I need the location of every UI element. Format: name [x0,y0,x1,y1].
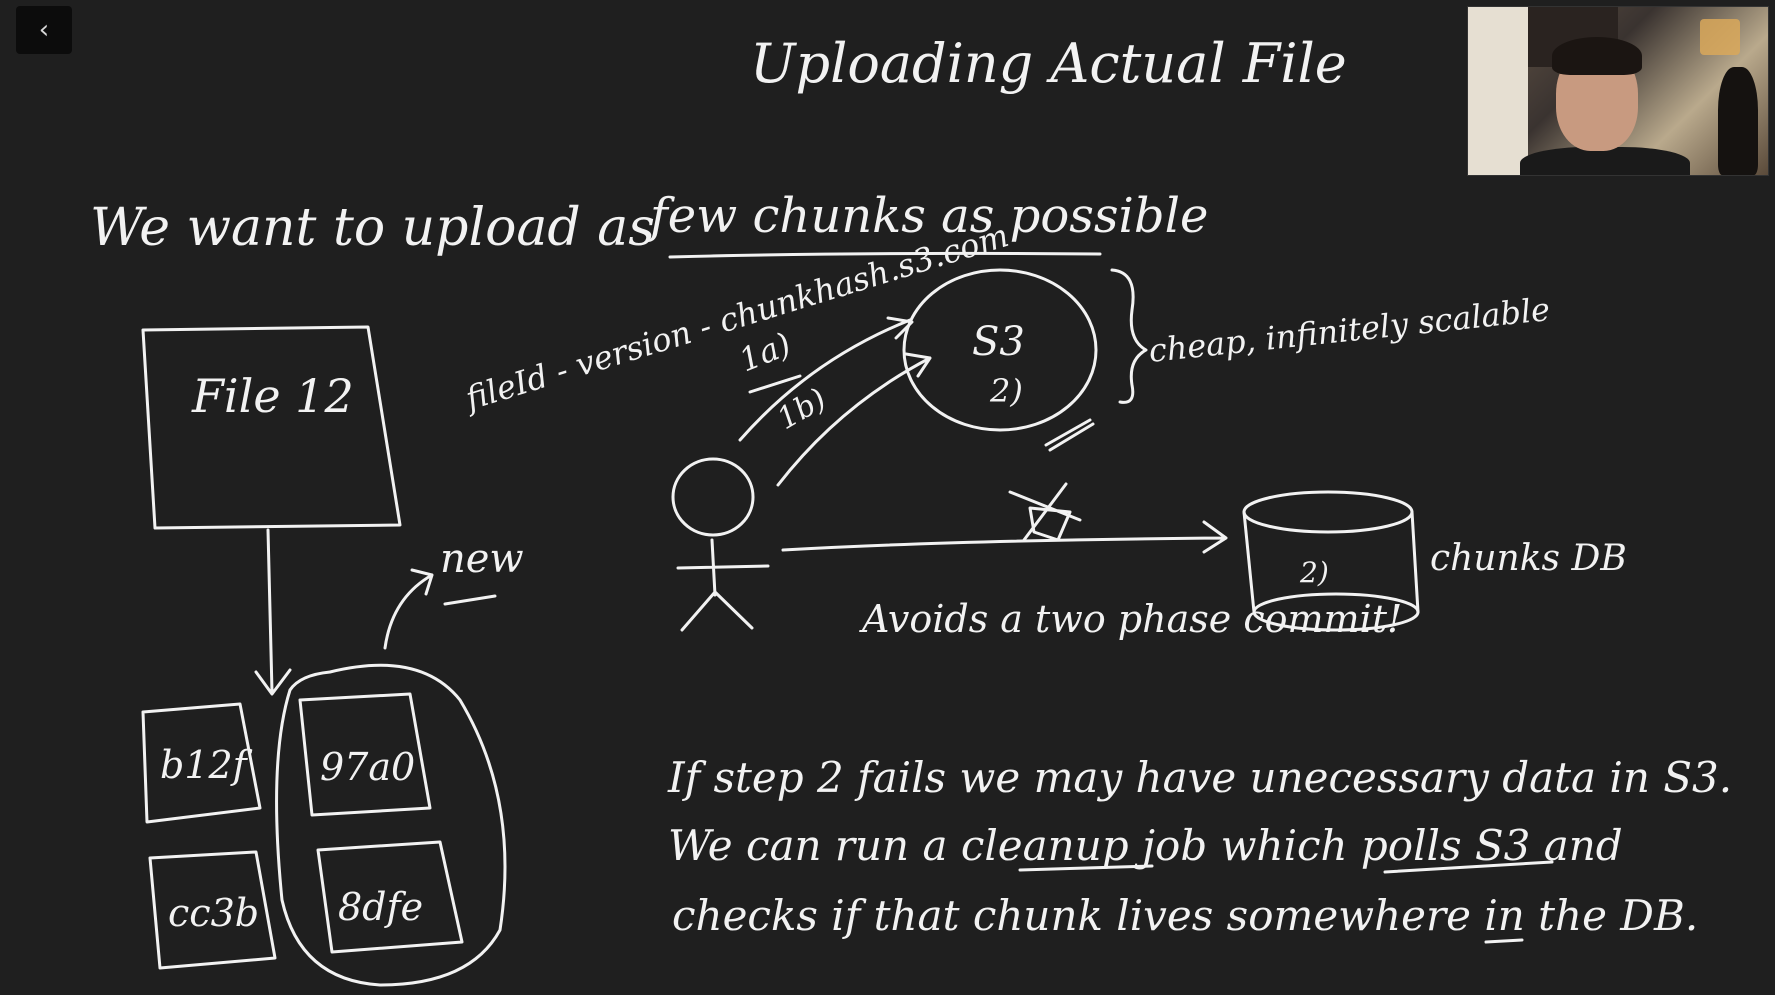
chunk-box-b12f [141,702,262,824]
arrow-to-db [781,520,1228,554]
step-1b-label: 1b) [772,382,833,437]
file-box [141,325,402,530]
chunk-box-cc3b [148,850,277,970]
back-button[interactable]: ‹ [16,6,72,54]
webcam-presenter-shirt [1520,147,1690,175]
db-step-2: 2) [1299,556,1329,589]
heading-text: We want to upload as [90,198,655,258]
chunk-label-cc3b: cc3b [168,891,259,935]
webcam-wall [1468,7,1528,175]
new-arrow [383,568,434,650]
db-underline [1484,938,1524,944]
step-1a-underline [748,374,802,394]
arrow-1b [776,352,932,487]
presenter-webcam [1467,6,1769,176]
webcam-background-figure [1718,67,1758,175]
chunks-db-label: chunks DB [1430,538,1627,579]
chevron-left-icon: ‹ [38,15,50,45]
new-chunk-box-97a0 [298,692,432,817]
new-chunk-box-8dfe [316,840,464,954]
chunks-db-cylinder [1242,490,1420,632]
s3-label: S3 [972,319,1025,365]
s3-bracket [1110,268,1148,404]
webcam-presenter-hair [1552,37,1642,75]
s3-step-2: 2) [989,372,1023,410]
s3-circle [902,268,1098,432]
file-box-label: File 12 [191,369,354,423]
s3-note: cheap, infinitely scalable [1147,290,1552,370]
chunk-label-b12f: b12f [160,743,253,787]
s3-scribble [1044,418,1095,452]
cleanup-underline [1018,864,1154,872]
user-icon [671,457,770,632]
explanation-line-1: If step 2 fails we may have unecessary d… [667,753,1732,802]
heading-underline [668,251,1102,259]
chunk-label-97a0: 97a0 [320,745,415,789]
avoids-note: Avoids a two phase commit! [859,597,1402,641]
chunk-label-8dfe: 8dfe [338,885,423,929]
explanation-line-2: We can run a cleanup job which polls S3 … [668,821,1623,870]
file-to-chunks-arrow [254,528,292,696]
crossed-out-mark [1008,482,1082,542]
page-title: Uploading Actual File [750,32,1347,95]
new-label: new [440,536,524,582]
new-underline [443,594,497,606]
explanation-line-3: checks if that chunk lives somewhere in … [672,891,1698,940]
new-chunks-outline [275,663,507,987]
arrow-1a [738,316,914,442]
polls-s3-underline [1383,860,1554,874]
webcam-lamp [1700,19,1740,55]
heading-emphasis: few chunks as possible [647,188,1208,244]
